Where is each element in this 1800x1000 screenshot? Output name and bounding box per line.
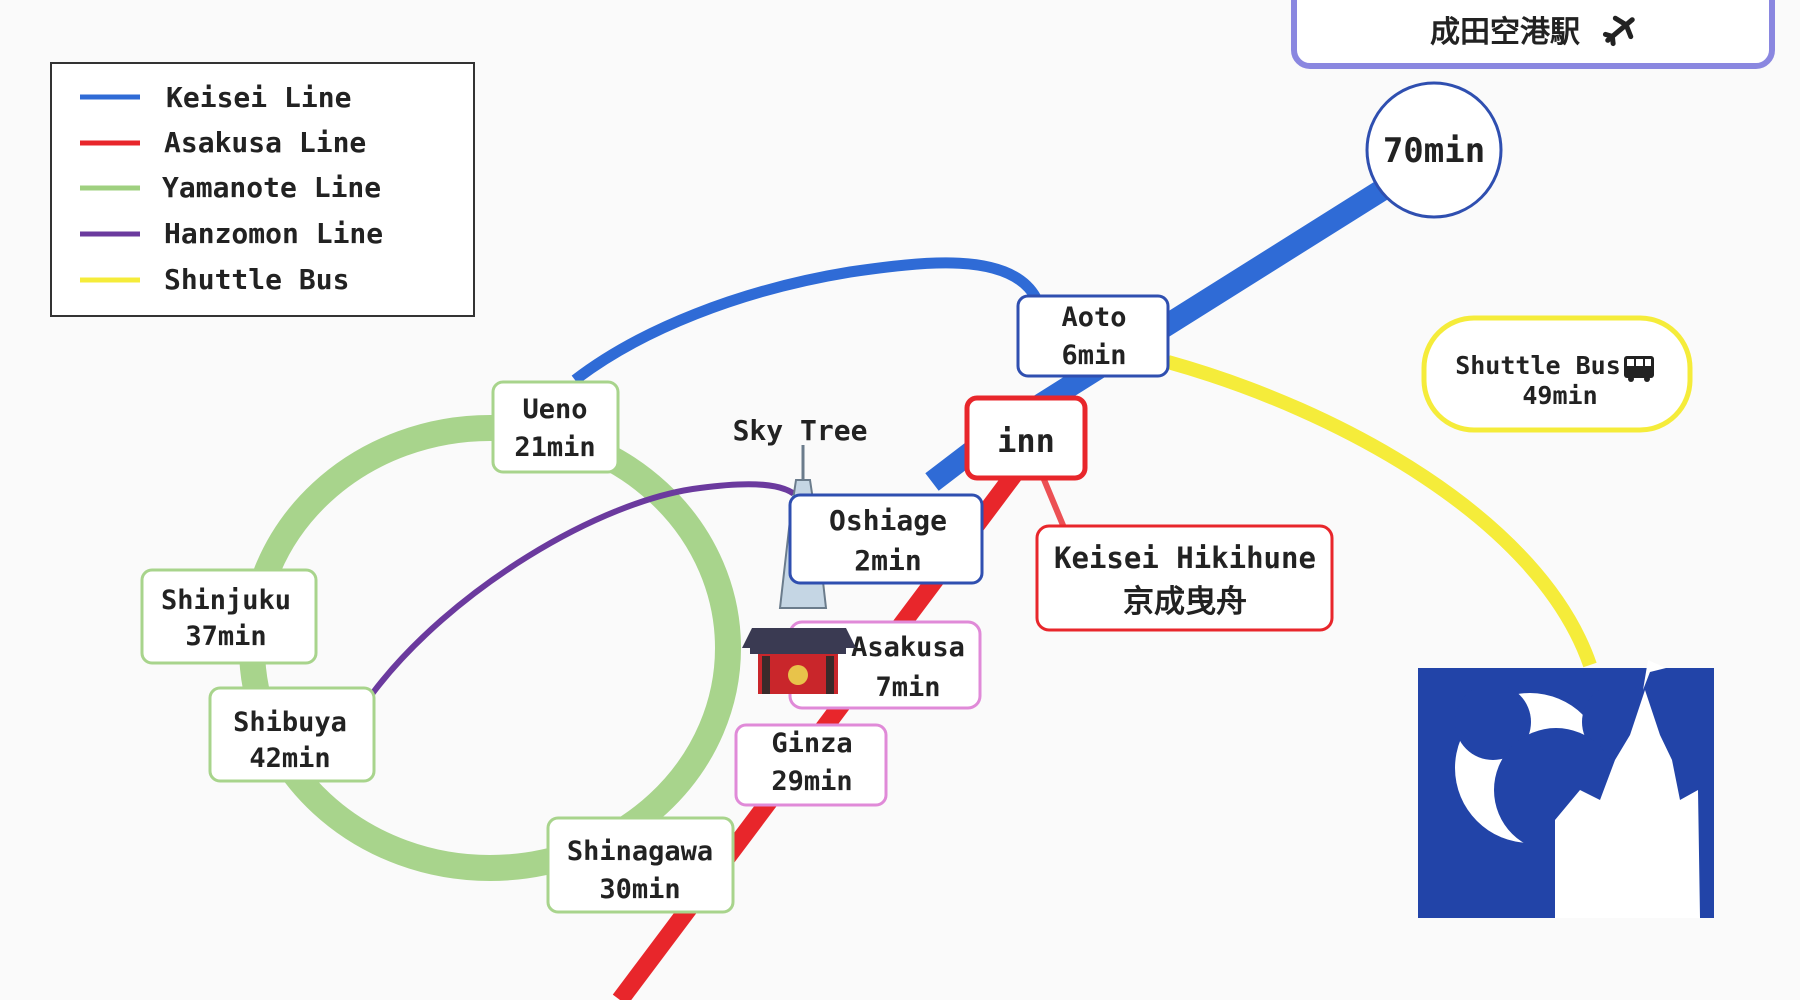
station-oshiage[interactable]: Oshiage 2min: [788, 493, 984, 585]
station-ueno-time: 21min: [514, 432, 595, 463]
station-shinagawa-name: Shinagawa: [567, 836, 713, 867]
station-shibuya-time: 42min: [249, 743, 330, 774]
station-ueno[interactable]: Ueno 21min: [491, 380, 620, 474]
station-asakusa-name: Asakusa: [851, 632, 965, 663]
shuttle-bus-time: 49min: [1522, 381, 1597, 410]
shuttle-bus-label: Shuttle Bus: [1455, 351, 1621, 380]
station-shinagawa[interactable]: Shinagawa 30min: [546, 816, 735, 914]
castle-mouse-ears-logo: [1418, 660, 1714, 918]
station-ginza-name: Ginza: [771, 728, 852, 759]
station-shinagawa-time: 30min: [599, 874, 680, 905]
bus-icon: [1624, 356, 1654, 382]
legend-asakusa-label: Asakusa Line: [164, 126, 366, 159]
station-asakusa-time: 7min: [875, 672, 940, 703]
station-shibuya[interactable]: Shibuya 42min: [208, 686, 376, 783]
station-keisei-hikifune[interactable]: Keisei Hikihune 京成曳舟: [1035, 524, 1334, 632]
shuttle-bus-box[interactable]: Shuttle Bus 49min: [1421, 315, 1693, 433]
station-ginza[interactable]: Ginza 29min: [734, 723, 888, 807]
station-ginza-time: 29min: [771, 766, 852, 797]
station-shinjuku-name: Shinjuku: [161, 585, 291, 616]
station-oshiage-time: 2min: [854, 544, 921, 577]
station-oshiage-name: Oshiage: [829, 504, 947, 537]
shuttle-bus-line: [1166, 355, 1597, 668]
kaminarimon-gate-icon: [742, 628, 856, 694]
legend-shuttle-label: Shuttle Bus: [164, 263, 349, 296]
legend-keisei-label: Keisei Line: [166, 81, 351, 114]
keisei-line-ueno: [571, 257, 1041, 385]
station-ueno-name: Ueno: [522, 394, 587, 425]
inn-label: inn: [997, 422, 1055, 460]
narita-station-name: 成田空港駅: [1430, 15, 1580, 50]
narita-time: 70min: [1383, 131, 1485, 171]
station-shinjuku[interactable]: Shinjuku 37min: [140, 568, 318, 665]
narita-airport-station[interactable]: 成田空港駅: [1291, 0, 1775, 69]
station-aoto-time: 6min: [1061, 340, 1126, 371]
legend: Keisei Line Asakusa Line Yamanote Line H…: [50, 62, 475, 317]
station-aoto[interactable]: Aoto 6min: [1016, 294, 1170, 378]
airplane-icon: [1602, 15, 1635, 47]
legend-yamanote-label: Yamanote Line: [162, 171, 381, 204]
station-hikifune-name: Keisei Hikihune: [1054, 541, 1316, 575]
hanzomon-line: [369, 481, 803, 696]
station-hikifune-name-jp: 京成曳舟: [1123, 584, 1247, 620]
station-aoto-name: Aoto: [1061, 302, 1126, 333]
station-shibuya-name: Shibuya: [233, 707, 347, 738]
skytree-label: Sky Tree: [733, 414, 868, 447]
inn-marker[interactable]: inn: [964, 395, 1088, 481]
narita-time-badge: 70min: [1365, 81, 1503, 219]
station-shinjuku-time: 37min: [185, 621, 266, 652]
legend-hanzomon-label: Hanzomon Line: [164, 217, 383, 250]
